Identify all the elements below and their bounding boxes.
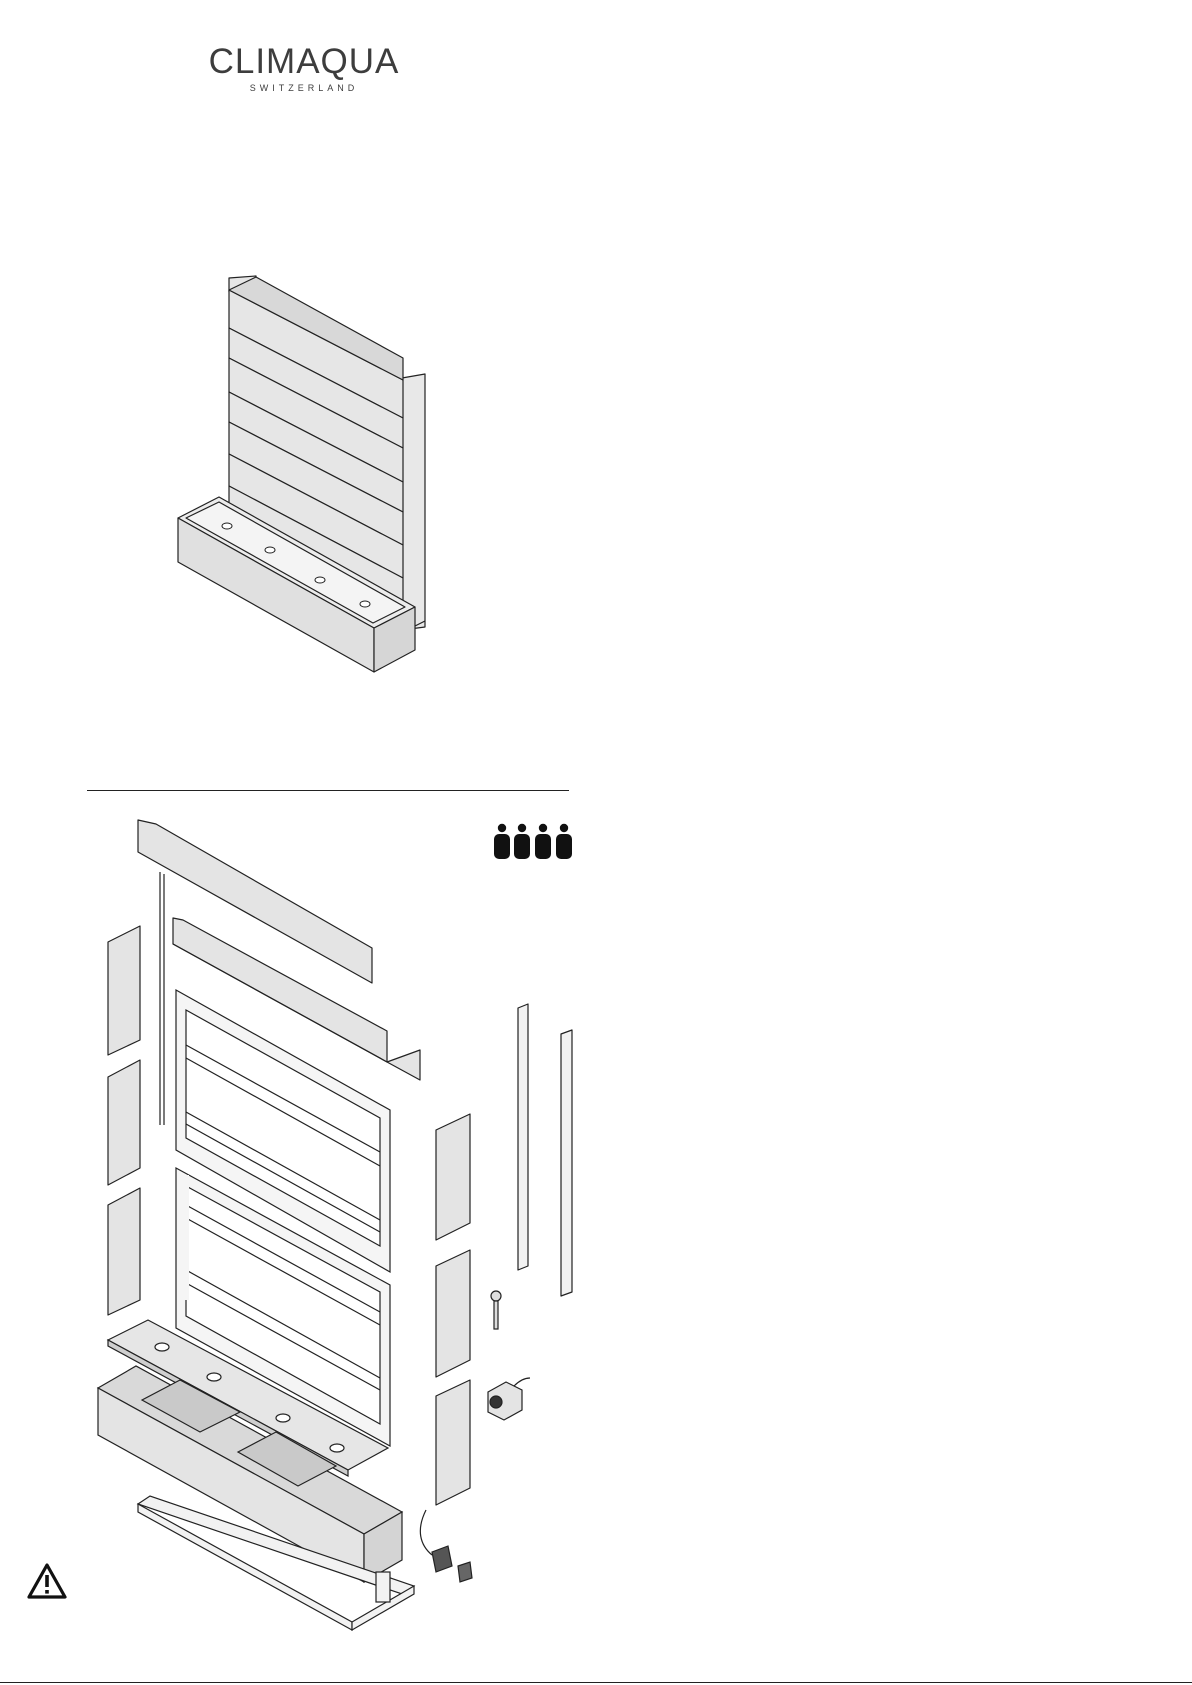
screw (491, 1291, 501, 1329)
side-board-left-3 (108, 1188, 140, 1315)
side-board-right-2 (436, 1250, 470, 1377)
side-board-right-1 (436, 1114, 470, 1240)
connector (488, 1378, 530, 1420)
page-footer-rule (0, 1682, 1192, 1683)
warning-triangle-icon (26, 1562, 68, 1600)
post-1 (518, 1004, 528, 1270)
pump (420, 1510, 472, 1582)
side-board-right-3 (436, 1380, 470, 1505)
side-board-left-2 (108, 1060, 140, 1185)
post-2 (561, 1030, 572, 1296)
side-board-left-1 (108, 926, 140, 1055)
